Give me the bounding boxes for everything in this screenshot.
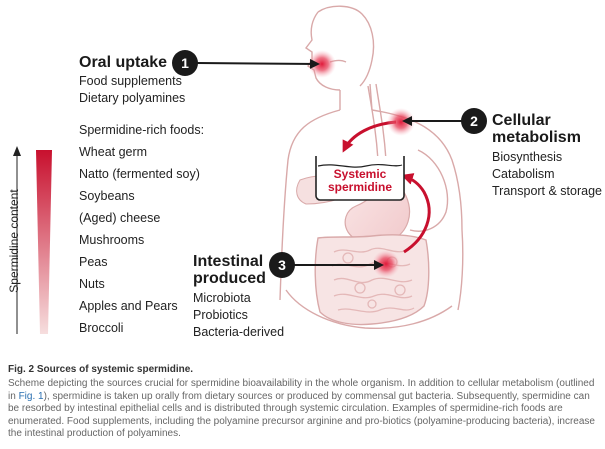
- body-illustration: [13, 5, 464, 334]
- absorption-arrow: [401, 173, 431, 254]
- arrow-1: [196, 58, 320, 69]
- step-1-badge: 1: [172, 50, 198, 76]
- figure-1-link[interactable]: Fig. 1: [18, 390, 44, 402]
- cellular-metabolism-block: Cellular metabolism Biosynthesis Catabol…: [492, 112, 602, 200]
- food-item: Natto (fermented soy): [79, 167, 200, 181]
- food-item: Apples and Pears: [79, 299, 178, 313]
- caption-body: Scheme depicting the sources crucial for…: [8, 378, 600, 441]
- intestinal-produced-item: Probiotics: [193, 308, 248, 322]
- caption-title: Fig. 2 Sources of systemic spermidine.: [8, 364, 194, 375]
- spermidine-content-axis-label: Spermidine content: [7, 189, 21, 293]
- food-item: Wheat germ: [79, 145, 148, 159]
- intestinal-produced-item: Microbiota: [193, 291, 251, 305]
- oral-uptake-block: Oral uptake Food supplements Dietary pol…: [79, 54, 185, 107]
- oral-uptake-item: Dietary polyamines: [79, 91, 186, 105]
- cellular-metabolism-item: Biosynthesis: [492, 150, 563, 164]
- caption-text: Scheme depicting the sources crucial for…: [8, 378, 595, 402]
- food-item: Nuts: [79, 277, 105, 291]
- food-item: Soybeans: [79, 189, 135, 203]
- intestinal-produced-title: Intestinal produced: [193, 253, 266, 287]
- cellular-metabolism-item: Catabolism: [492, 167, 555, 181]
- foods-list: Wheat germ Natto (fermented soy) Soybean…: [79, 141, 200, 339]
- spermidine-content-bar: [36, 150, 52, 334]
- intestinal-produced-block: Intestinal produced Microbiota Probiotic…: [193, 253, 285, 341]
- food-item: Mushrooms: [79, 233, 145, 247]
- systemic-spermidine-label: Systemic spermidine: [327, 167, 393, 194]
- intestinal-produced-item: Bacteria-derived: [193, 325, 285, 339]
- step-3-badge: 3: [269, 252, 295, 278]
- step-2-badge: 2: [461, 108, 487, 134]
- foods-heading: Spermidine-rich foods:: [79, 123, 205, 137]
- caption-text: ), spermidine is taken up orally from di…: [8, 390, 595, 440]
- systemic-spermidine-vessel: [315, 156, 405, 201]
- food-item: Broccoli: [79, 321, 124, 335]
- food-item: (Aged) cheese: [79, 211, 161, 225]
- cellular-metabolism-title: Cellular metabolism: [492, 112, 581, 146]
- oral-uptake-item: Food supplements: [79, 74, 182, 88]
- mouth-glow: [308, 50, 336, 78]
- oral-uptake-title: Oral uptake: [79, 54, 168, 71]
- food-item: Peas: [79, 255, 108, 269]
- cellular-metabolism-item: Transport & storage: [492, 184, 603, 198]
- figure-caption: Fig. 2 Sources of systemic spermidine. S…: [8, 363, 600, 441]
- cell-glow: [387, 108, 415, 136]
- intestine-glow: [372, 250, 400, 278]
- small-intestine: [331, 247, 415, 313]
